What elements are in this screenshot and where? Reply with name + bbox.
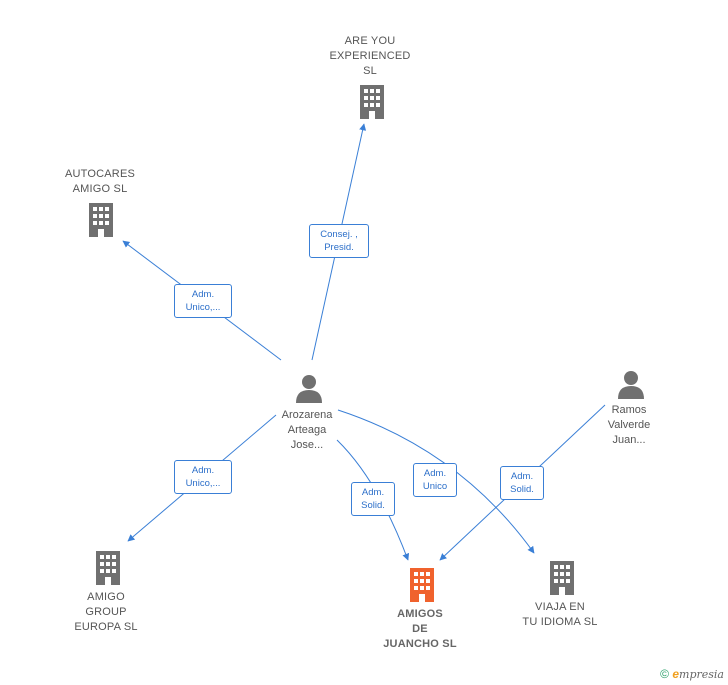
edge-label-amigo-group[interactable]: Adm. Unico,... [174,460,232,494]
edge-label-viaja[interactable]: Adm. Unico [413,463,457,497]
brand-name: mpresia [679,668,724,681]
edge-label-amigos-juancho-a[interactable]: Adm. Solid. [351,482,395,516]
building-icon [550,561,574,595]
building-icon [410,568,434,602]
person-icon [296,375,322,403]
building-icon [360,85,384,119]
person-icon [618,371,644,399]
edge-label-are-you[interactable]: Consej. , Presid. [309,224,369,258]
node-label-amigos-de-juancho[interactable]: AMIGOS DE JUANCHO SL [383,608,457,650]
empresia-watermark: © empresia [660,667,724,681]
edge-label-amigos-juancho-r[interactable]: Adm. Solid. [500,466,544,500]
edge-label-autocares[interactable]: Adm. Unico,... [174,284,232,318]
node-label-amigo-group-europa[interactable]: AMIGO GROUP EUROPA SL [74,591,138,633]
building-icon [96,551,120,585]
node-label-arozarena-arteaga[interactable]: Arozarena Arteaga Jose... [281,409,333,451]
node-label-ramos-valverde[interactable]: Ramos Valverde Juan... [607,404,651,446]
node-label-are-you-experienced[interactable]: ARE YOU EXPERIENCED SL [329,35,411,77]
building-icon [89,203,113,237]
node-label-viaja-en-tu-idioma[interactable]: VIAJA EN TU IDIOMA SL [522,601,598,628]
brand-e: e [672,667,680,681]
node-label-autocares-amigo[interactable]: AUTOCARES AMIGO SL [64,168,136,195]
copyright-symbol: © [660,667,669,681]
